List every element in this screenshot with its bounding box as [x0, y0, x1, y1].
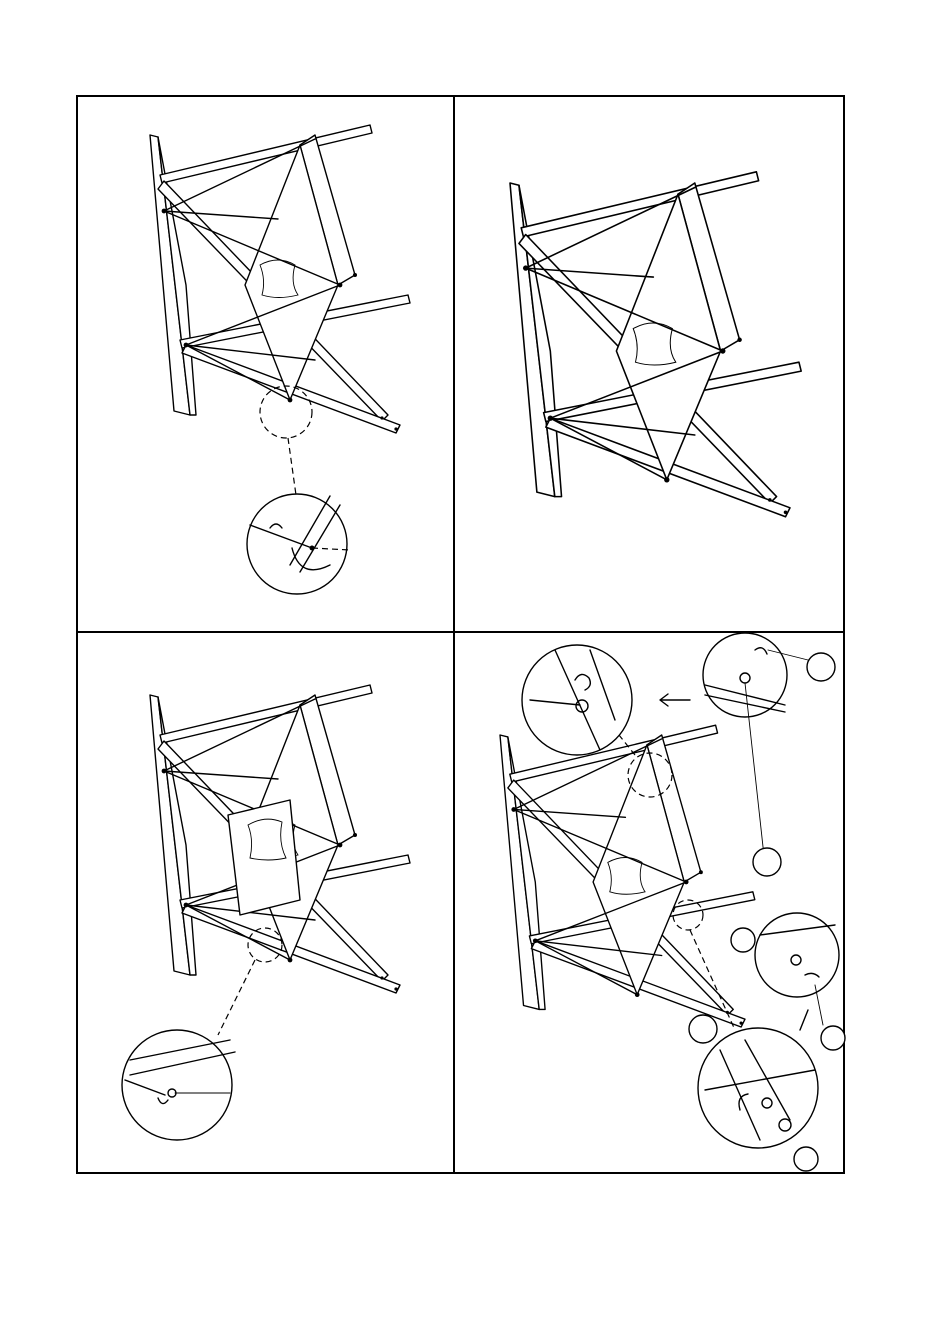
callout-1 [807, 653, 835, 681]
callout-5 [689, 1015, 717, 1043]
callout-4 [821, 1026, 845, 1050]
panel-step-2 [510, 172, 801, 517]
panel-step-3 [122, 685, 410, 1140]
seat-cushion [228, 800, 300, 915]
detail-circle-top-right [703, 633, 787, 717]
panel-step-1 [150, 125, 410, 594]
callout-6 [794, 1147, 818, 1171]
direction-arrow [660, 694, 690, 706]
detail-circle-mid-right [755, 913, 839, 997]
detail-circle [247, 494, 350, 594]
detail-circle-bottom-right [698, 1028, 818, 1148]
callout-2 [753, 848, 781, 876]
panel-step-4 [500, 633, 845, 1171]
direction-arrow [800, 1010, 808, 1030]
detail-marker [260, 386, 312, 438]
detail-circle-left [522, 645, 632, 755]
detail-circle [122, 1030, 235, 1140]
callout-3 [731, 928, 755, 952]
